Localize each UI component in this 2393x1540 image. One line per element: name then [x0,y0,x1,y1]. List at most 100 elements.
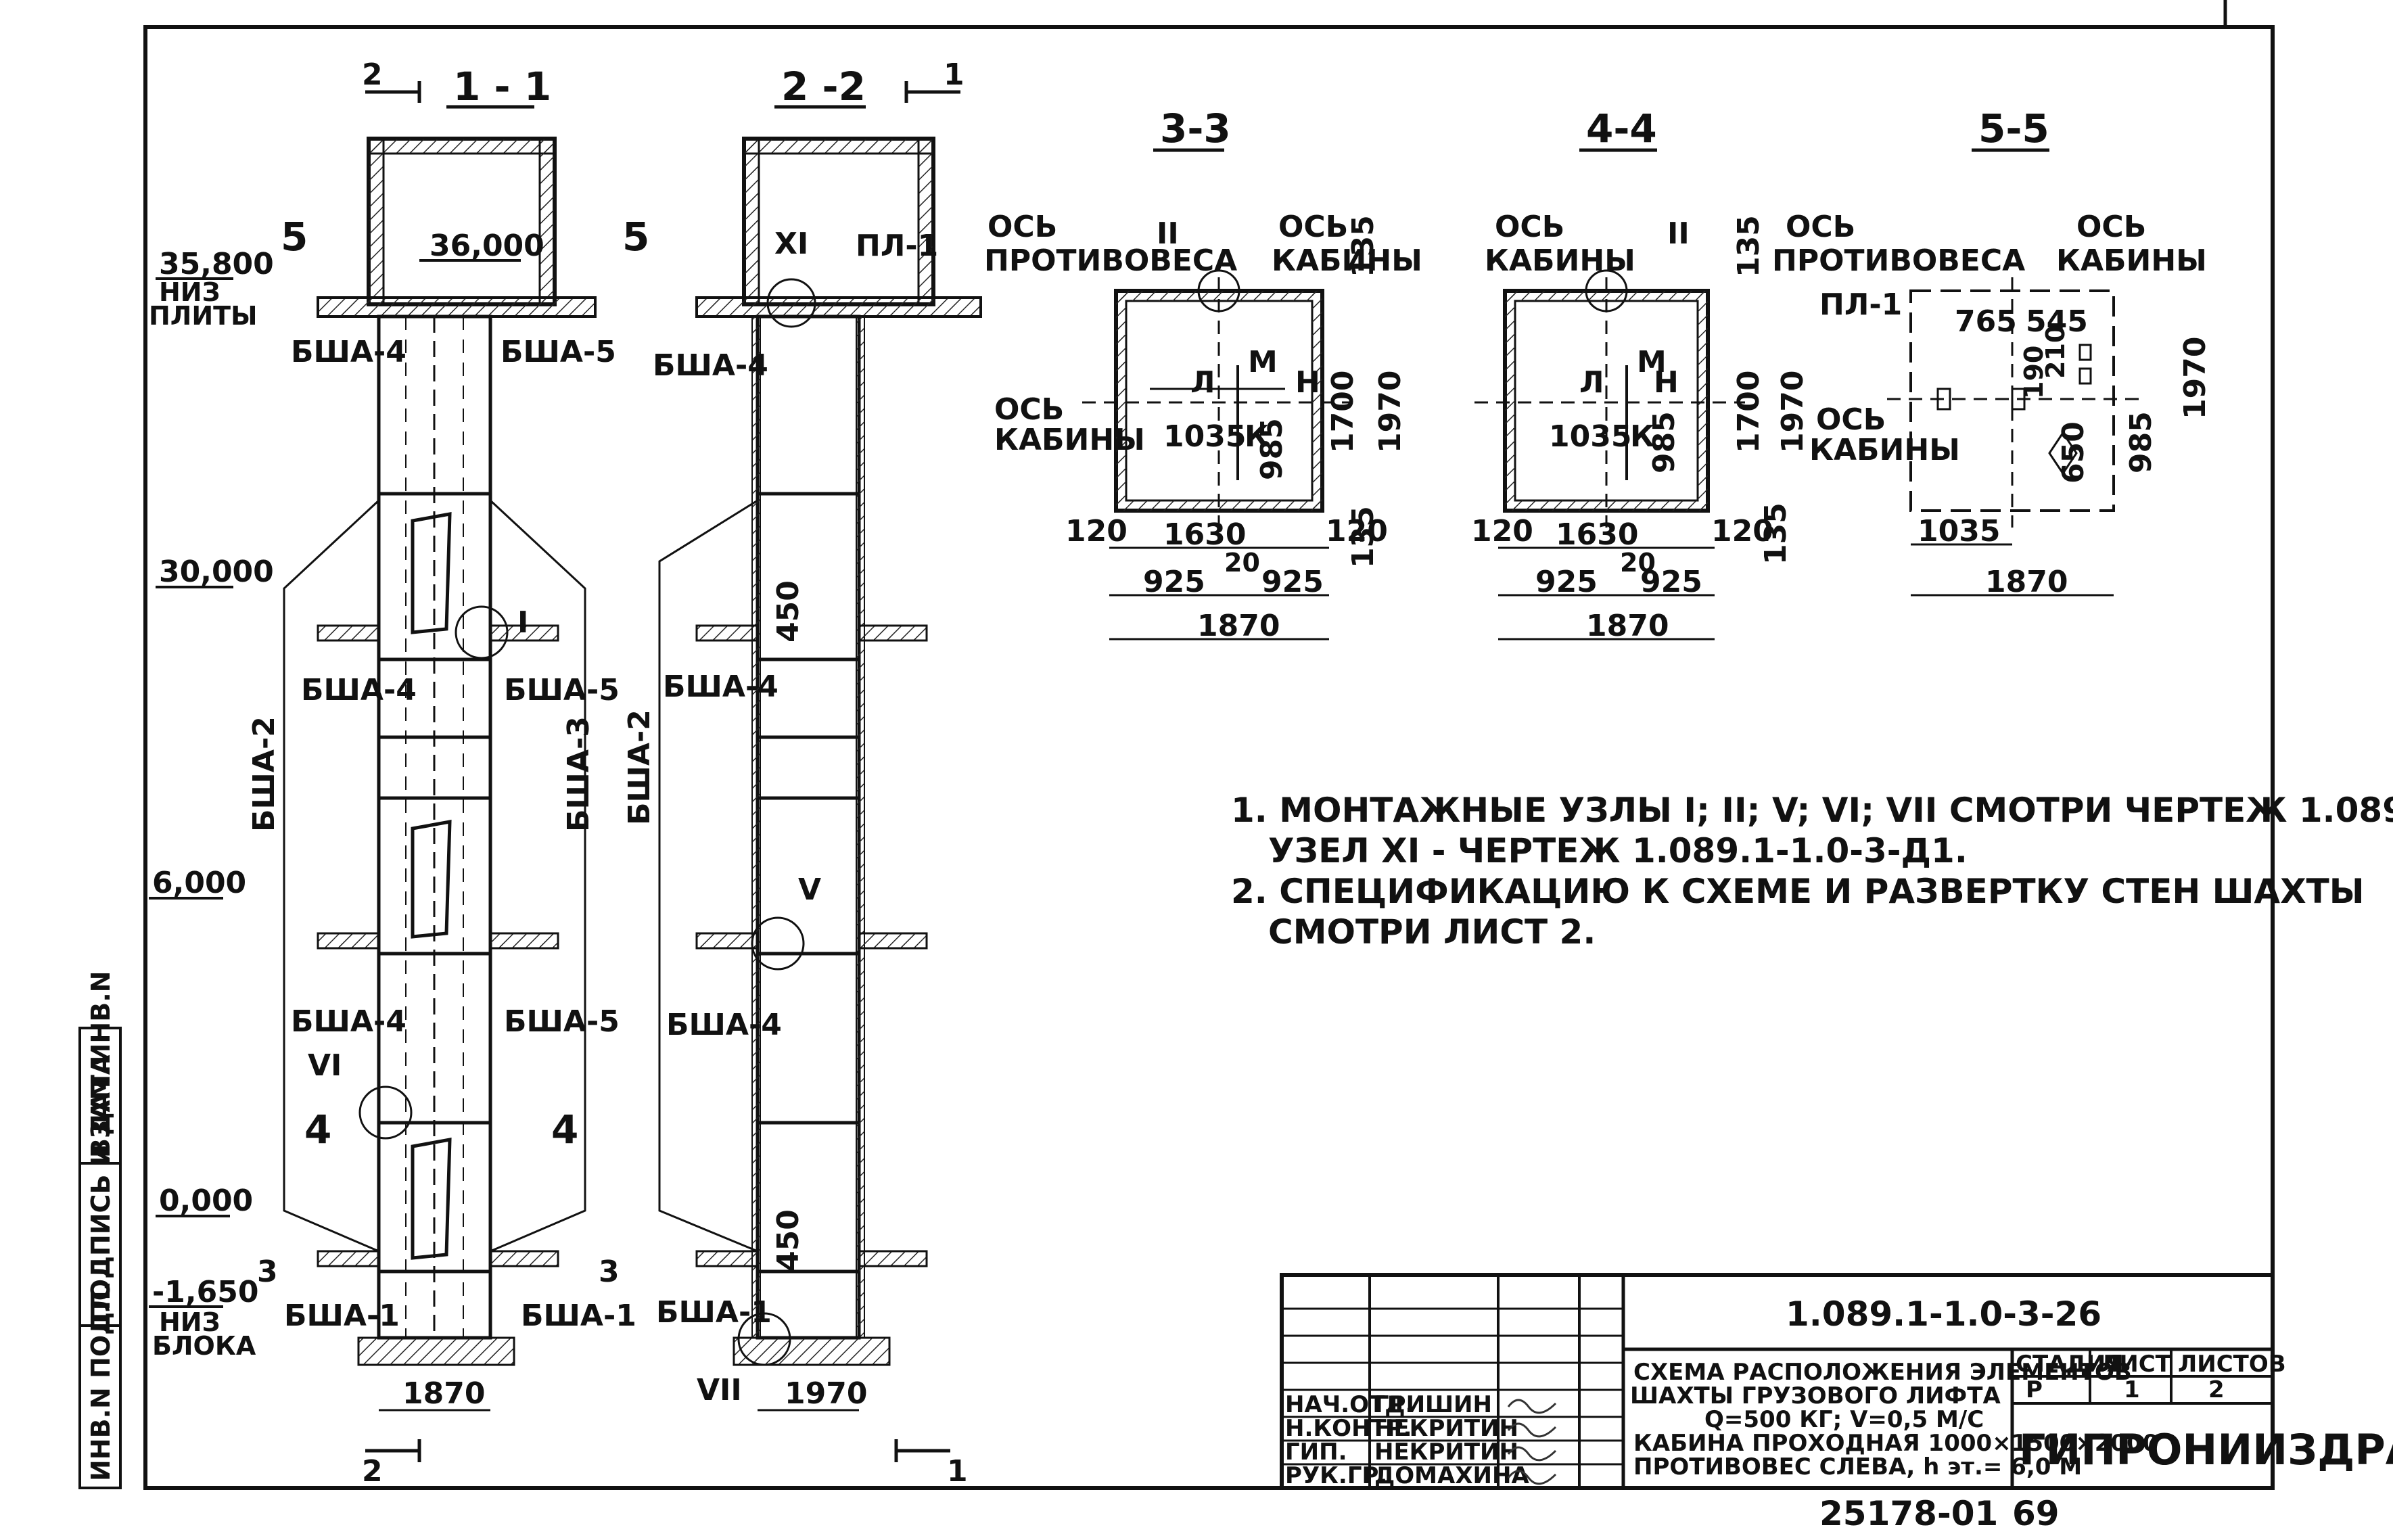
label-M-3-3: М [1248,345,1278,379]
cut-marker-2-bottom: 2 [362,1454,383,1489]
label-bsha5-low: БША-5 [504,1004,620,1039]
dim-210-5-5: 210 [2041,325,2070,379]
dim-925-3-3-left: 925 [1143,565,1205,599]
name-nekritin-1: НЕКРИТИН [1374,1415,1518,1442]
sheets-header: ЛИСТОВ [2178,1351,2286,1378]
elevation-0000: 0,000 [159,1184,253,1218]
dim-120-3-3-left: 120 [1065,514,1128,549]
cut-marker-1-bottom: 1 [947,1454,968,1489]
dim-190-5-5: 190 [2019,346,2049,399]
label-M-4-4: М [1637,345,1667,379]
section-5-5: 5-5 ОСЬ ПРОТИВОВЕСА ОСЬ КАБИНЫ ПЛ-1 ОСЬ … [1772,106,2212,599]
cut-marker-4-right: 4 [551,1106,578,1152]
dim-450-s22-top: 450 [771,580,806,643]
drawing-title-line-5: ПРОТИВОВЕС СЛЕВА, h эт.= 6,0 М [1633,1453,2082,1480]
section-4-4-title: 4-4 [1586,106,1657,151]
drawing-title-line-2: ШАХТЫ ГРУЗОВОГО ЛИФТА [1630,1382,2001,1409]
cut-marker-3-left: 3 [257,1255,278,1289]
sheet-frame [143,0,2275,1490]
dim-1970-4-4: 1970 [1775,371,1810,453]
cut-marker-1-top: 1 [944,57,965,92]
dim-925-4-4-right: 925 [1640,565,1702,599]
dim-765-5-5: 765 [1955,304,2017,339]
dim-925-4-4-left: 925 [1535,565,1598,599]
section-3-3-title: 3-3 [1160,106,1231,151]
dim-135-3-3-top: 135 [1346,215,1380,277]
dim-1700-4-4: 1700 [1732,371,1766,453]
node-V-label: V [798,872,821,907]
stage-header: СТАДИЯ [2016,1351,2123,1378]
role-gip: ГИП. [1285,1439,1347,1466]
dim-120-3-3-right: 120 [1326,514,1388,549]
label-bsha2-vertical: БША-2 [247,716,281,832]
dim-1035-5-5: 1035 [1918,514,2000,549]
kabiny-label-5-5-b: КАБИНЫ [1809,433,1960,467]
dim-120-4-4-left: 120 [1471,514,1533,549]
dim-1870-4-4: 1870 [1586,609,1669,643]
label-K-4-4: К [1630,419,1654,454]
elevation-35800-note1: НИЗ [159,277,220,307]
section-1-1-title: 1 - 1 [453,64,551,110]
label-bsha1-left: БША-1 [284,1299,400,1333]
dim-985-4-4: 985 [1647,411,1681,473]
elevation-36000: 36,000 [429,229,544,263]
note-1-line-1: 1. МОНТАЖНЫЕ УЗЛЫ I; II; V; VI; VII СМОТ… [1231,791,2393,830]
footer-page: 69 [2012,1494,2060,1533]
protivovesa-label-5-5: ПРОТИВОВЕСА [1772,243,2025,278]
sheet-value: 1 [2124,1376,2140,1403]
dim-545-5-5: 545 [2026,304,2088,339]
name-nekritin-2: НЕКРИТИН [1374,1439,1518,1466]
kabiny-label-3-3-b: КАБИНЫ [994,423,1145,457]
label-bsha4-s22-mid: БША-4 [663,670,779,704]
dim-925-3-3-right: 925 [1261,565,1324,599]
drawing-title-line-3: Q=500 КГ; V=0,5 М/С [1704,1406,1984,1433]
dim-20-3-3: 20 [1224,548,1260,578]
role-n-kontr: Н.КОНТР. [1285,1415,1412,1442]
ogs-label-5-5-b: ОСЬ [2076,210,2146,244]
label-N-4-4: Н [1654,365,1679,400]
dim-135-4-4-bot: 135 [1759,503,1793,565]
elevation-m1650-note2: БЛОКА [152,1331,256,1361]
role-nach-otd: НАЧ.ОТД. [1285,1391,1414,1418]
label-bsha4-top: БША-4 [291,335,406,369]
dim-1035-4-4: 1035 [1549,419,1631,454]
label-bsha4-s22-low: БША-4 [666,1008,782,1042]
name-grishin: ГРИШИН [1374,1391,1492,1418]
stage-value: Р [2026,1376,2043,1403]
note-1-line-2: УЗЕЛ XI - ЧЕРТЕЖ 1.089.1-1.0-3-Д1. [1268,831,1968,870]
label-bsha4-mid: БША-4 [301,673,417,707]
kabiny-label-3-3-a: КАБИНЫ [1272,243,1422,278]
ogs-label-3-3-b: ОСЬ [1278,210,1348,244]
cut-marker-5-left: 5 [281,214,308,260]
stamp-vzam-inv: ВЗАМ.ИНВ.N [86,971,116,1158]
protivovesa-label-3-3: ПРОТИВОВЕСА [984,243,1237,278]
note-2-line-1: 2. СПЕЦИФИКАЦИЮ К СХЕМЕ И РАЗВЕРТКУ СТЕН… [1231,872,2365,911]
dim-1970-5-5: 1970 [2178,337,2212,419]
ogs-label-4-4: ОСЬ [1495,210,1564,244]
node-XI-label: XI [774,227,808,261]
dim-120-4-4-right: 120 [1711,514,1773,549]
kabiny-label-4-4: КАБИНЫ [1485,243,1635,278]
label-bsha4-s22-top: БША-4 [653,348,768,383]
section-1-1: 1 - 1 2 [149,57,649,1489]
elevation-35800: 35,800 [159,247,274,281]
drawing-title-line-4: КАБИНА ПРОХОДНАЯ 1000×1500×2000 [1633,1430,2158,1457]
document-code: 1.089.1-1.0-3-26 [1786,1294,2101,1334]
node-II-label-4-4: II [1667,216,1690,251]
dim-450-s22-low: 450 [771,1209,806,1271]
dim-650-5-5: 650 [2056,421,2091,484]
drawing-title-line-1: СХЕМА РАСПОЛОЖЕНИЯ ЭЛЕМЕНТОВ [1633,1359,2132,1386]
dim-135-4-4-top: 135 [1732,215,1766,277]
stamp-inv-podl: ИНВ.N ПОДЛ. [86,1281,116,1481]
label-L-3-3: Л [1190,365,1215,400]
dim-1035-3-3: 1035 [1163,419,1246,454]
dim-135-3-3-bot: 135 [1346,506,1380,568]
ogs-label-5-5-c: ОСЬ [1816,402,1886,437]
dim-985-5-5: 985 [2124,411,2158,473]
elevation-35800-note2: ПЛИТЫ [149,301,257,331]
label-bsha3-vertical: БША-3 [561,716,596,832]
note-2-line-2: СМОТРИ ЛИСТ 2. [1268,912,1596,952]
kabiny-label-5-5-a: КАБИНЫ [2056,243,2207,278]
section-3-3: 3-3 ОСЬ ПРОТИВОВЕСА II ОСЬ КАБИНЫ ОСЬ КА… [984,106,1422,643]
